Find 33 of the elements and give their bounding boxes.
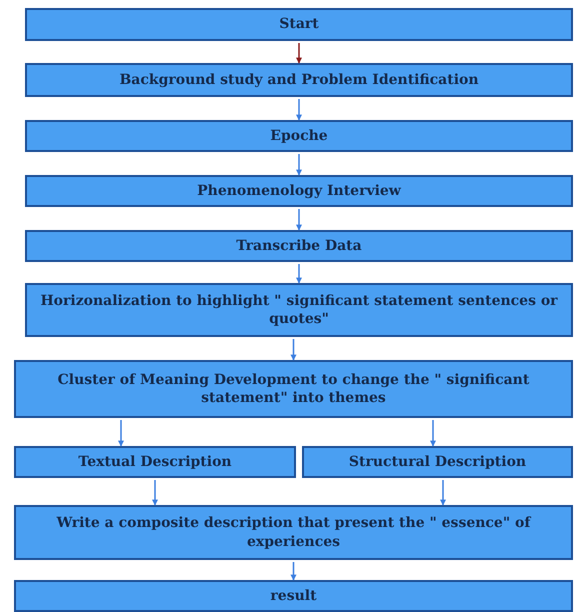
- box-label: Cluster of Meaning Development to change the " significant statement" into themes: [56, 370, 530, 408]
- process-box: [14, 580, 573, 612]
- box-label: Background study and Problem Identification: [119, 70, 479, 90]
- process-box: [14, 446, 296, 478]
- arrow: [152, 480, 158, 506]
- process-box: [25, 283, 573, 337]
- box-label: Epoche: [270, 126, 328, 146]
- arrow: [118, 420, 124, 447]
- box-label: result: [270, 586, 317, 606]
- process-box: [25, 120, 573, 152]
- arrow: [296, 99, 302, 121]
- arrow: [430, 420, 436, 447]
- arrow: [290, 339, 296, 361]
- arrow: [296, 209, 302, 231]
- arrow: [296, 43, 302, 64]
- box-label: Structural Description: [348, 452, 526, 472]
- box-label: Phenomenology Interview: [197, 182, 401, 200]
- process-box: [14, 360, 573, 418]
- box-label: Transcribe Data: [236, 236, 362, 256]
- arrow: [296, 154, 302, 176]
- process-box: [25, 63, 573, 97]
- box-label: Textual Description: [78, 452, 232, 472]
- process-box: [25, 230, 573, 262]
- process-box: [14, 505, 573, 560]
- box-label: Horizonalization to highlight " significant statement sentences or quotes": [39, 292, 559, 328]
- box-label: Start: [279, 15, 319, 34]
- process-box: [25, 8, 573, 41]
- arrow: [440, 480, 446, 506]
- arrow: [296, 264, 302, 284]
- process-box: [25, 175, 573, 207]
- arrow: [290, 562, 296, 581]
- process-box: [302, 446, 573, 478]
- box-label: Write a composite description that present the " essence" of experiences: [56, 514, 532, 551]
